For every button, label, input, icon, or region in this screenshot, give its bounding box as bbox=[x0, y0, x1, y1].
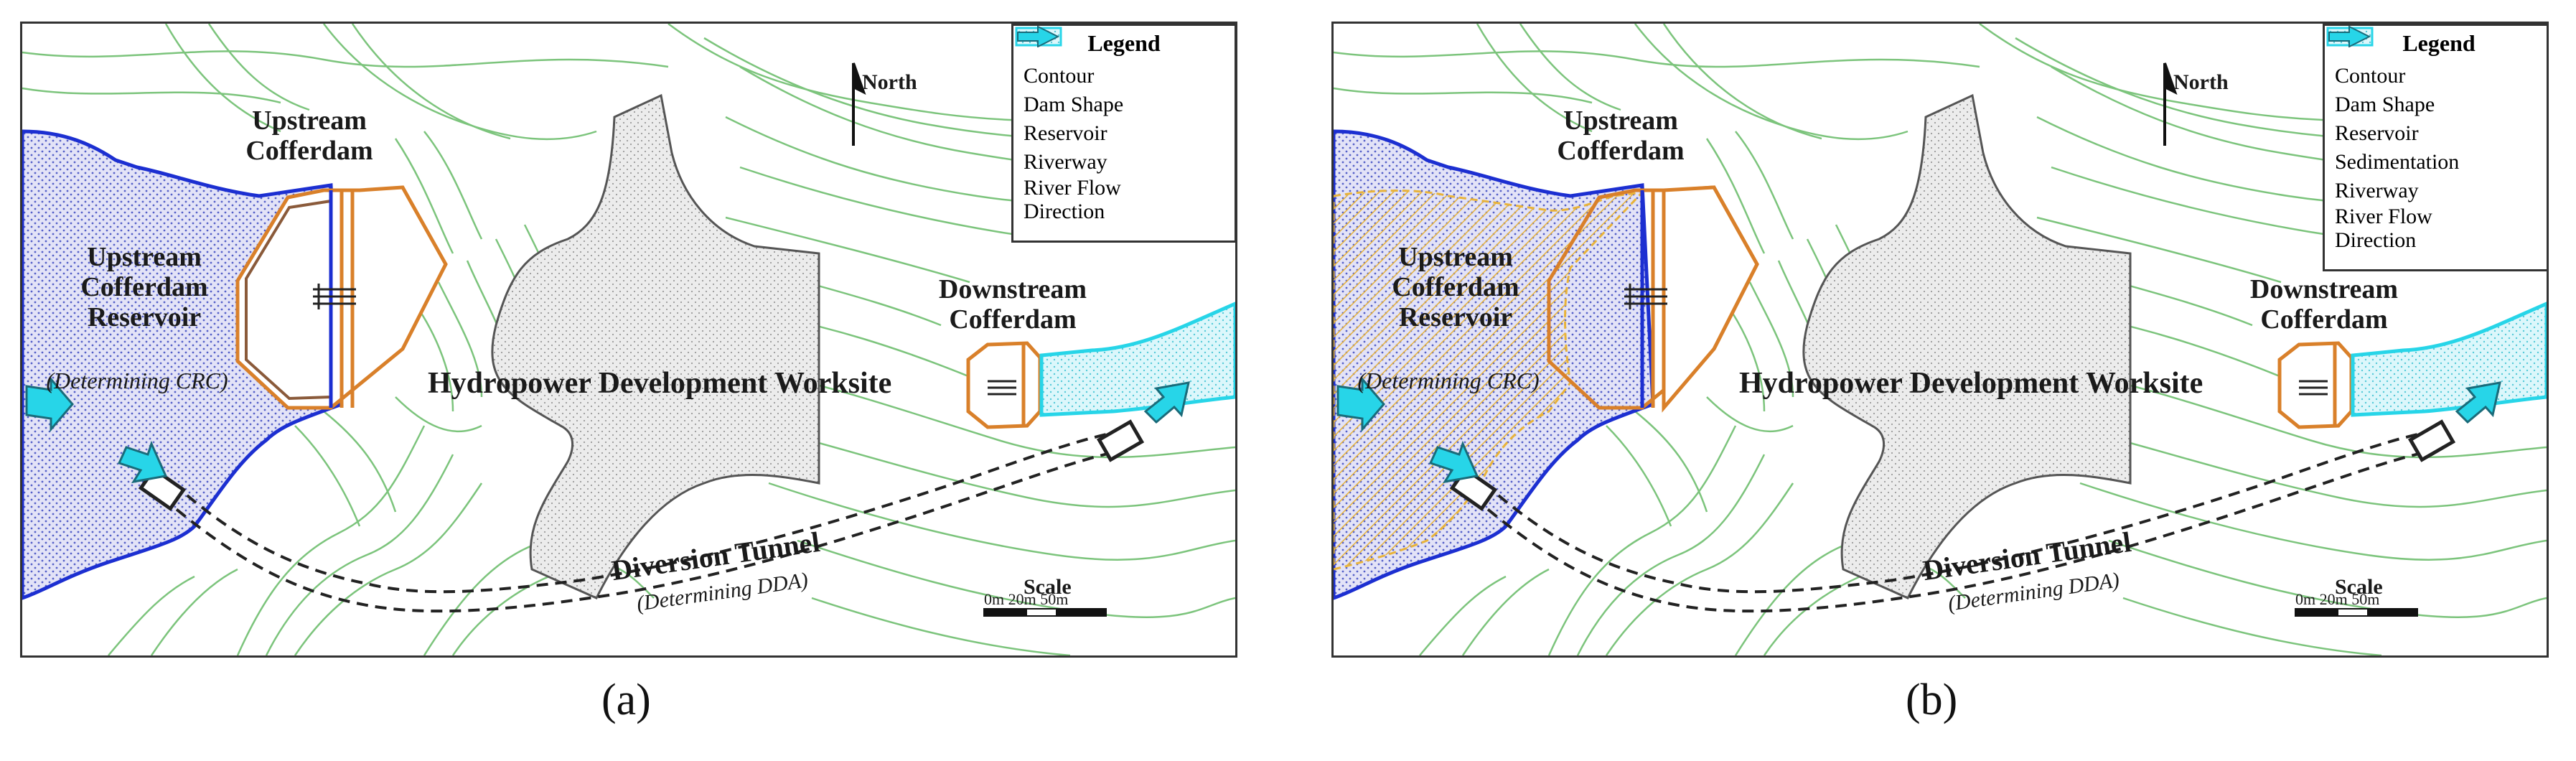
worksite-label: Hydropower Development Worksite bbox=[1739, 367, 2203, 400]
legend-title: Legend bbox=[2402, 30, 2476, 56]
reservoir-label: Upstream Cofferdam Reservoir bbox=[1392, 242, 1519, 332]
legend-item-dam-shape: Dam Shape bbox=[1016, 27, 1224, 118]
dam-shape bbox=[491, 93, 820, 599]
panel-b-caption: (b) bbox=[1906, 676, 1958, 724]
flow-arrow-icon bbox=[2328, 26, 2371, 47]
diversion-tunnel bbox=[1472, 431, 2432, 613]
dam-shape bbox=[1802, 93, 2132, 599]
legend-item-label: River Flow Direction bbox=[2335, 205, 2432, 252]
panel-b-map: Upstream Cofferdam Upstream Cofferdam Re… bbox=[1331, 22, 2549, 658]
upstream-cofferdam-shape bbox=[1547, 185, 1759, 413]
legend-item-label: Dam Shape bbox=[2335, 92, 2435, 116]
legend-item-label: Reservoir bbox=[2335, 121, 2419, 145]
flow-arrows bbox=[25, 375, 1190, 484]
legend-item-dam-shape: Dam Shape bbox=[2327, 27, 2543, 118]
legend-item-label: Riverway bbox=[1024, 149, 1107, 174]
map-legend: Legend Contour Dam Shape Reservoir Sedim… bbox=[2323, 24, 2547, 271]
upstream-cofferdam-shape bbox=[235, 185, 448, 410]
legend-item-label: Contour bbox=[1024, 63, 1095, 88]
scale-ticks: 0m 20m 50m bbox=[984, 590, 1069, 608]
legend-item-sedimentation: Sedimentation bbox=[2326, 27, 2543, 176]
legend-item-label: Contour bbox=[2335, 63, 2406, 88]
scale-title: Scale bbox=[2335, 575, 2383, 599]
legend-item-riverway: Riverway bbox=[2326, 27, 2543, 205]
legend-item-label: Sedimentation bbox=[2335, 149, 2460, 174]
site-map-a bbox=[22, 24, 1235, 655]
scale-title: Scale bbox=[1024, 575, 1072, 599]
legend-item-contour: Contour bbox=[2328, 35, 2543, 90]
upstream-cofferdam-label: Upstream Cofferdam bbox=[245, 106, 373, 166]
scale-bar bbox=[983, 608, 1107, 617]
legend-item-reservoir: Reservoir bbox=[1015, 27, 1224, 147]
downstream-cofferdam-label: Downstream Cofferdam bbox=[2249, 274, 2399, 335]
upstream-cofferdam-label: Upstream Cofferdam bbox=[1557, 106, 1685, 166]
map-legend: Legend Contour Dam Shape Reservoir River… bbox=[1011, 24, 1235, 243]
flow-arrow-icon bbox=[1017, 26, 1060, 47]
north-arrow bbox=[2163, 62, 2178, 146]
scale-bar bbox=[2295, 608, 2418, 617]
scale-ticks: 0m 20m 50m bbox=[2295, 590, 2380, 608]
flow-arrows bbox=[1336, 375, 2501, 484]
downstream-cofferdam-shape bbox=[966, 341, 1042, 429]
legend-item-flow: River Flow Direction bbox=[1017, 26, 1224, 235]
north-label: North bbox=[2173, 70, 2229, 94]
north-label: North bbox=[862, 70, 917, 94]
reservoir-sublabel: (Determining CRC) bbox=[46, 368, 228, 393]
downstream-cofferdam-shape bbox=[2277, 341, 2353, 429]
legend-item-label: Reservoir bbox=[1024, 121, 1107, 145]
reservoir-label: Upstream Cofferdam Reservoir bbox=[80, 242, 208, 332]
panel-a-map: Upstream Cofferdam Upstream Cofferdam Re… bbox=[20, 22, 1237, 658]
legend-item-riverway: Riverway bbox=[1015, 27, 1224, 176]
legend-item-label: River Flow Direction bbox=[1024, 176, 1121, 223]
legend-item-flow: River Flow Direction bbox=[2328, 26, 2543, 263]
worksite-label: Hydropower Development Worksite bbox=[428, 367, 892, 400]
legend-item-label: Riverway bbox=[2335, 178, 2419, 202]
legend-item-label: Dam Shape bbox=[1024, 92, 1124, 116]
legend-item-contour: Contour bbox=[1016, 35, 1224, 90]
diversion-tunnel bbox=[161, 431, 1121, 613]
downstream-cofferdam-label: Downstream Cofferdam bbox=[938, 274, 1087, 335]
panel-a-caption: (a) bbox=[601, 676, 651, 724]
legend-item-reservoir: Reservoir bbox=[2326, 27, 2543, 147]
reservoir-sublabel: (Determining CRC) bbox=[1357, 368, 1540, 393]
legend-title: Legend bbox=[1087, 30, 1161, 56]
north-arrow bbox=[852, 62, 866, 146]
